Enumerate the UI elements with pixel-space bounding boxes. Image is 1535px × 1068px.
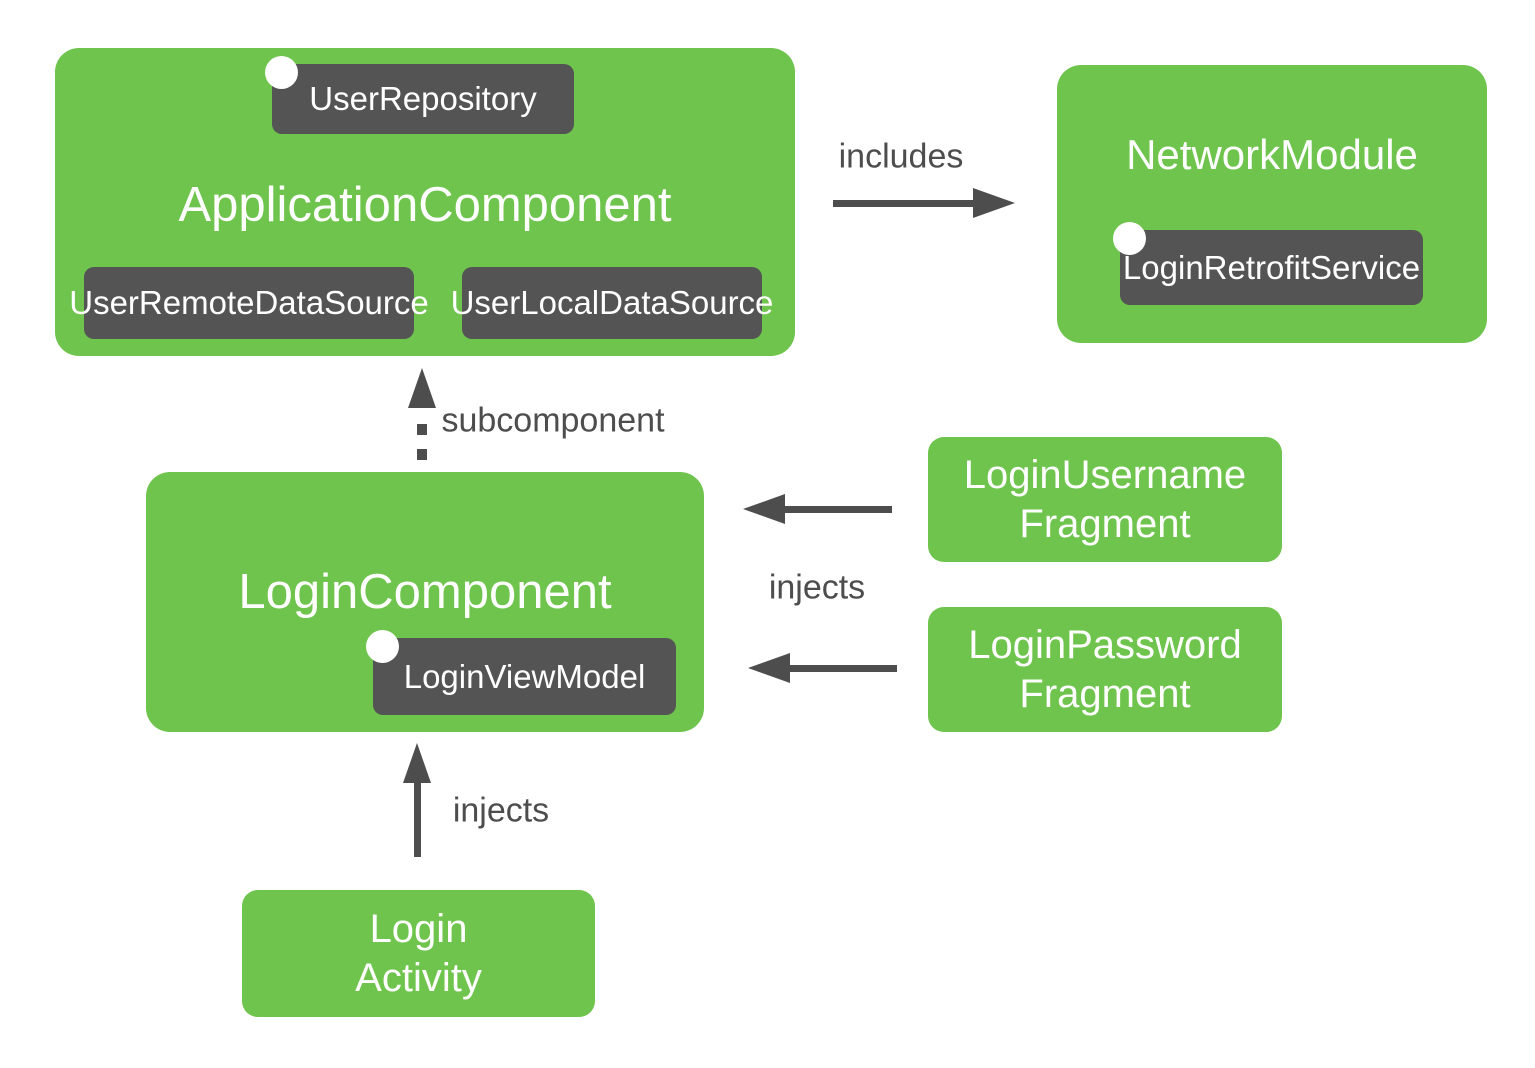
user-repository-label: UserRepository	[309, 80, 537, 117]
includes-arrow-shaft	[833, 200, 975, 207]
activity-inject-arrow-head-icon	[403, 743, 431, 783]
includes-arrow-head-icon	[973, 188, 1015, 218]
includes-label: includes	[838, 137, 964, 176]
login-activity-line2: Activity	[355, 955, 482, 1000]
subcomponent-arrow-dash	[417, 424, 427, 435]
login-activity-line1: Login	[369, 906, 468, 951]
login-view-model-label: LoginViewModel	[403, 657, 646, 695]
login-retrofit-service-label: LoginRetrofitService	[1122, 248, 1421, 286]
username-inject-arrow-shaft	[783, 506, 892, 513]
login-password-fragment-box: LoginPassword Fragment	[928, 607, 1282, 732]
user-local-data-source-badge: UserLocalDataSource	[451, 267, 773, 339]
application-component-title: ApplicationComponent	[178, 178, 672, 232]
subcomponent-arrow-dash	[417, 449, 427, 460]
injects-fragments-label: injects	[768, 568, 866, 607]
login-component-title: LoginComponent	[238, 565, 612, 619]
user-repository-badge: UserRepository	[265, 56, 574, 134]
network-module-title: NetworkModule	[1126, 131, 1418, 178]
login-username-fragment-box: LoginUsername Fragment	[928, 437, 1282, 562]
scope-dot-icon	[1113, 222, 1146, 255]
username-inject-arrow-head-icon	[743, 494, 785, 524]
network-module-box: NetworkModule LoginRetrofitService	[1057, 65, 1487, 343]
login-username-fragment-line2: Fragment	[1019, 501, 1191, 546]
password-inject-arrow-shaft	[788, 665, 897, 672]
login-retrofit-service-badge: LoginRetrofitService	[1113, 222, 1423, 305]
subcomponent-label: subcomponent	[441, 401, 665, 440]
password-inject-arrow-head-icon	[748, 653, 790, 683]
scope-dot-icon	[366, 630, 399, 663]
login-password-fragment-line1: LoginPassword	[968, 622, 1242, 667]
login-username-fragment-line1: LoginUsername	[963, 452, 1247, 497]
login-password-fragment-line2: Fragment	[1019, 671, 1191, 716]
user-local-data-source-label: UserLocalDataSource	[450, 284, 774, 321]
login-activity-box: Login Activity	[242, 890, 595, 1017]
user-remote-data-source-badge: UserRemoteDataSource	[69, 267, 429, 339]
application-component-box: UserRepository ApplicationComponent User…	[55, 48, 795, 356]
login-view-model-badge: LoginViewModel	[366, 630, 676, 715]
subcomponent-arrow-head-icon	[408, 368, 436, 408]
injects-activity-label: injects	[452, 791, 550, 830]
login-component-box: LoginComponent LoginViewModel	[146, 472, 704, 732]
activity-inject-arrow-shaft	[414, 781, 421, 857]
user-remote-data-source-label: UserRemoteDataSource	[69, 284, 429, 321]
scope-dot-icon	[265, 56, 298, 89]
